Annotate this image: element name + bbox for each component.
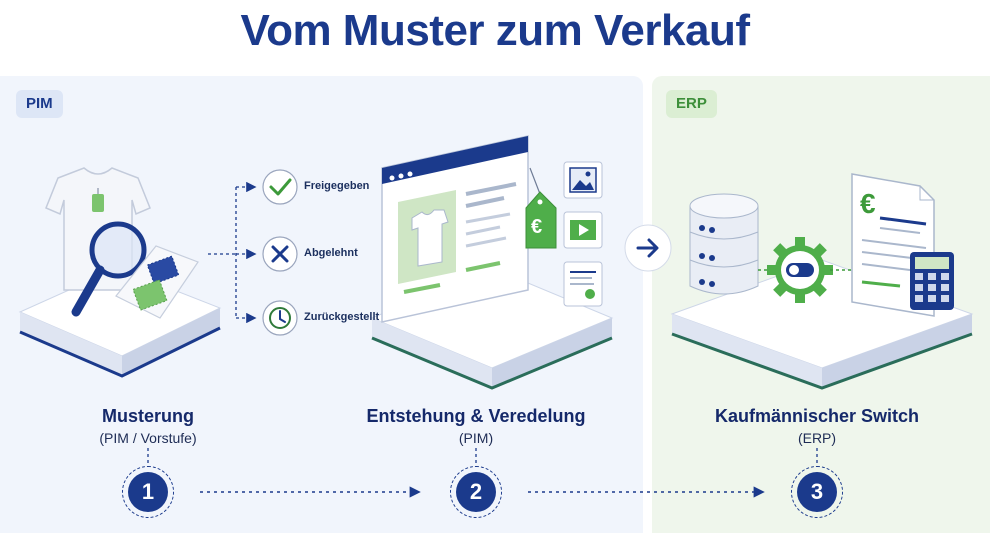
erp-badge: ERP: [666, 90, 717, 118]
arrow-right-icon: [624, 224, 672, 272]
step1-subtitle: (PIM / Vorstufe): [99, 430, 197, 446]
step3-ring: [791, 466, 843, 518]
price-tag-icon: [525, 167, 557, 249]
browser-window-icon: [381, 135, 529, 323]
check-icon: [262, 169, 298, 205]
close-icon: [262, 236, 298, 272]
magnifier-icon: [71, 221, 147, 317]
status-label-deferred: Zurückgestellt: [304, 311, 380, 323]
price-tag-symbol: €: [531, 216, 543, 238]
step-connectors: [147, 448, 818, 466]
gear-toggle-icon: [758, 237, 852, 303]
step3-subtitle: (ERP): [797, 430, 837, 446]
page-title: Vom Muster zum Verkauf: [240, 6, 751, 55]
step2-subtitle: (PIM): [458, 430, 494, 446]
pim-badge: PIM: [16, 90, 63, 118]
status-label-approved: Freigegeben: [304, 180, 370, 192]
step2-title: Entstehung & Veredelung: [366, 406, 586, 426]
status-label-rejected: Abgelehnt: [304, 247, 358, 259]
step1-number: 1: [128, 472, 168, 512]
clock-icon: [262, 300, 298, 336]
swatch-card-icon: [115, 245, 199, 319]
image-icon: [563, 161, 603, 199]
step2-number: 2: [456, 472, 496, 512]
status-branches: [208, 181, 257, 324]
step1-ring: [122, 466, 174, 518]
step3-number: 3: [797, 472, 837, 512]
step3-title: Kaufmännischer Switch: [714, 406, 920, 426]
calculator-icon: [910, 252, 954, 310]
certificate-icon: [563, 261, 603, 307]
invoice-euro-symbol: €: [860, 188, 876, 219]
video-icon: [563, 211, 603, 249]
step1-title: Musterung: [102, 406, 194, 426]
database-icon: [689, 193, 759, 295]
step2-ring: [450, 466, 502, 518]
